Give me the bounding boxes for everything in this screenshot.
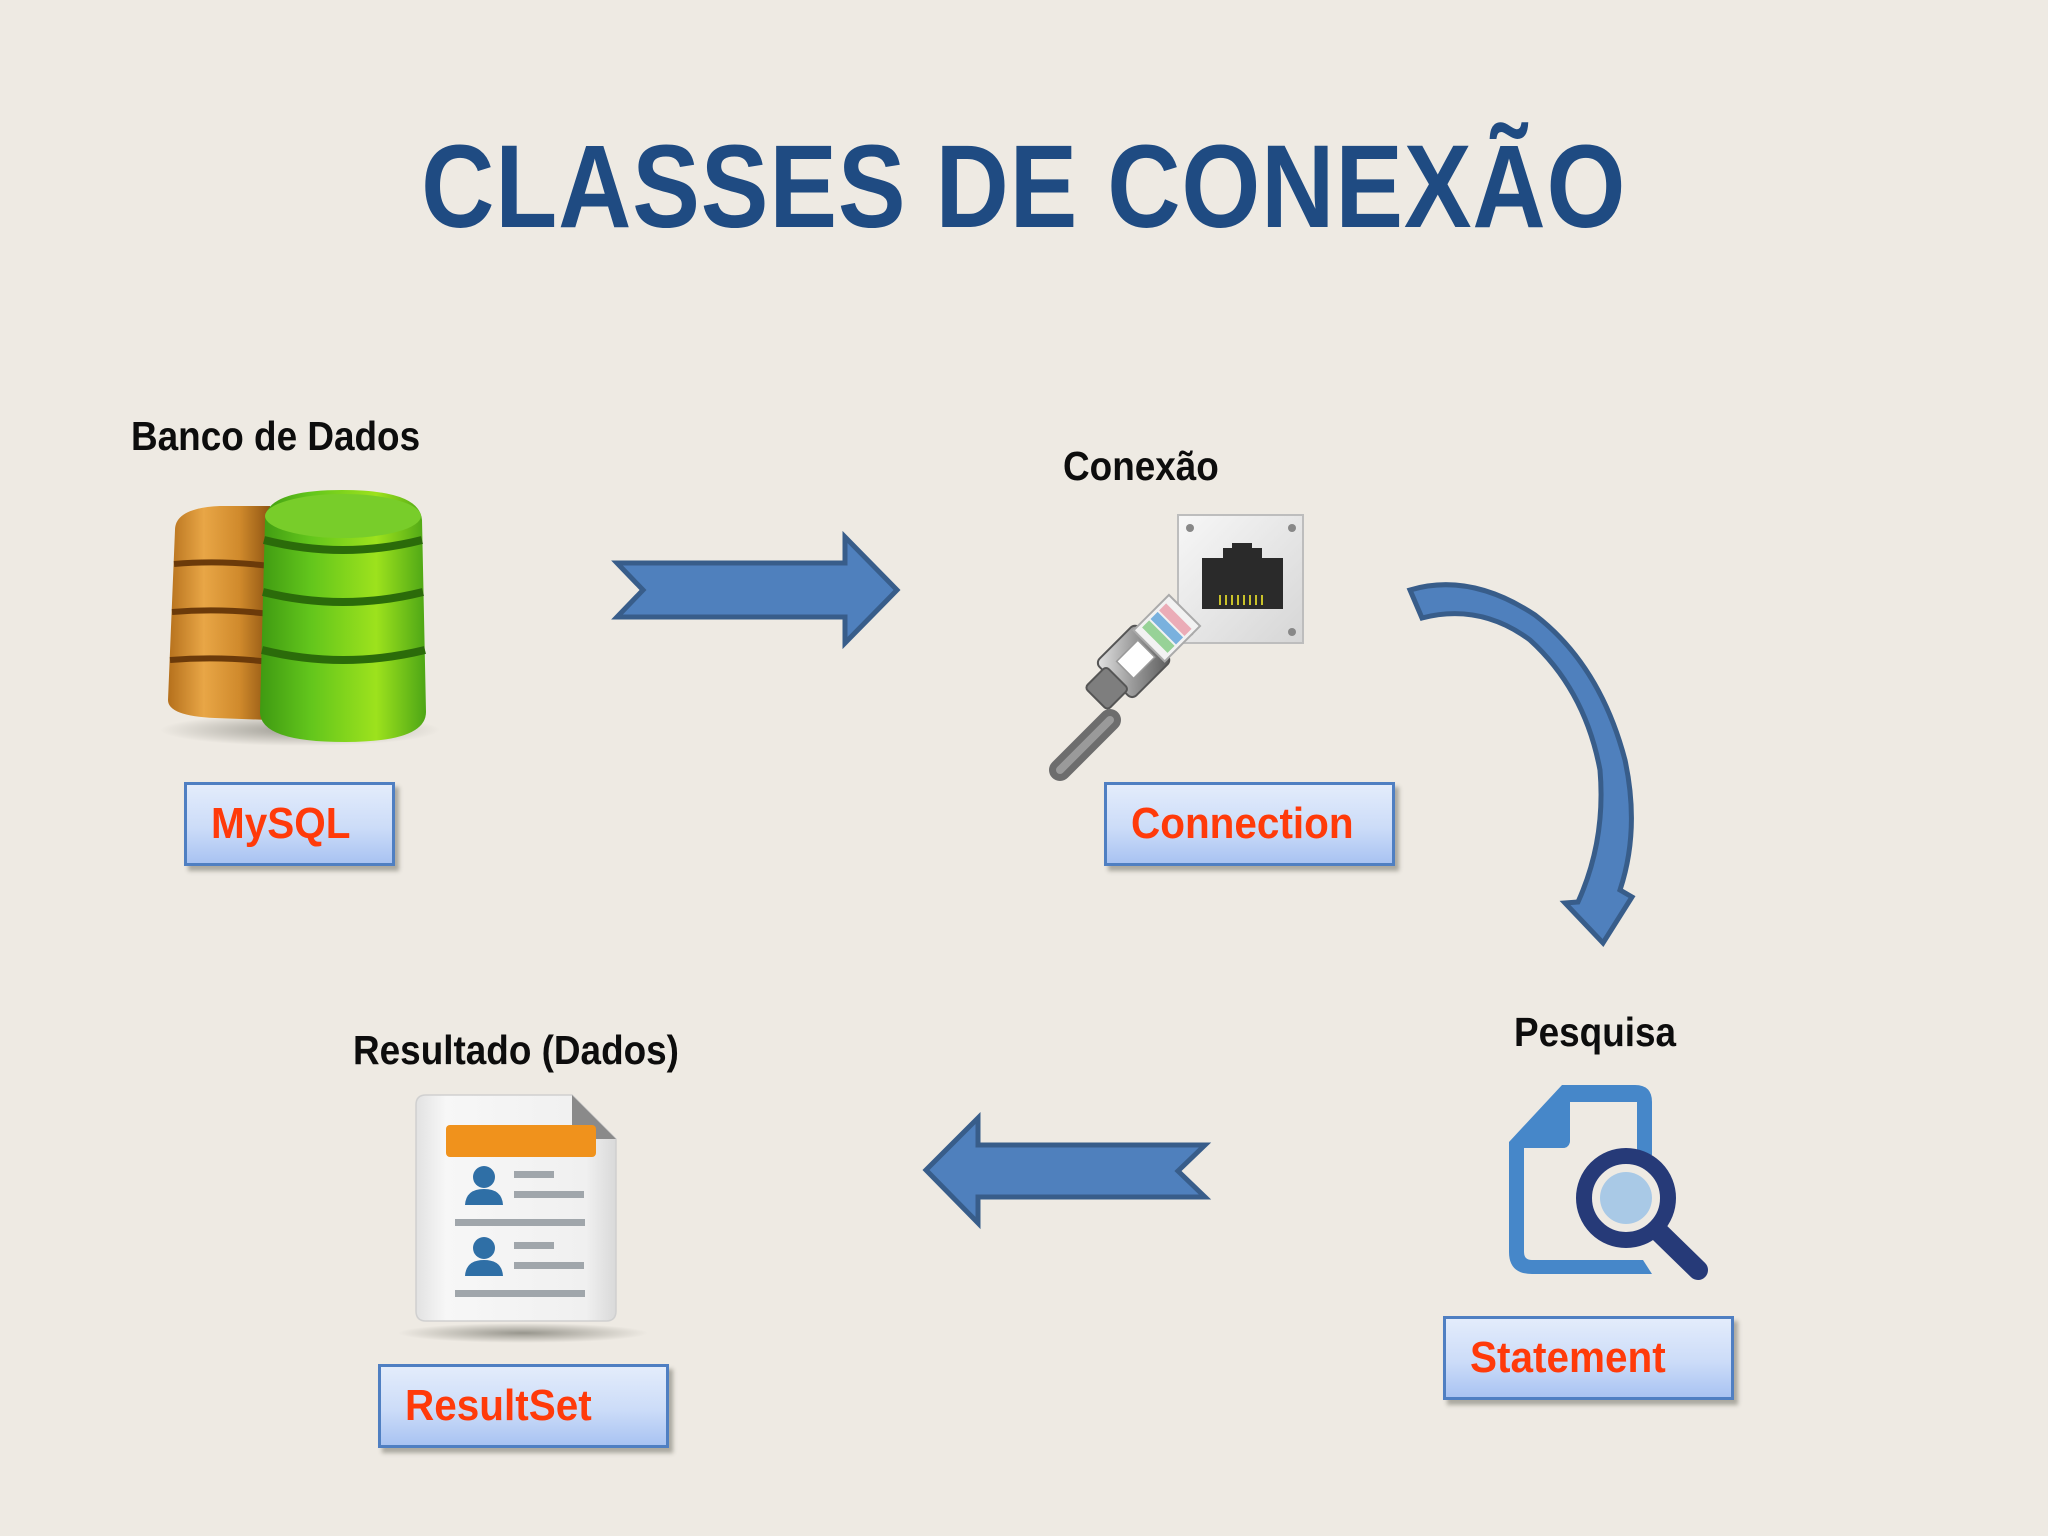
class-box-connection: Connection [1104, 782, 1395, 866]
label-pesquisa: Pesquisa [1514, 1009, 1677, 1055]
class-box-mysql: MySQL [184, 782, 395, 866]
database-icon [160, 490, 440, 746]
label-conexao: Conexão [1063, 443, 1219, 489]
document-search-icon [1509, 1085, 1708, 1280]
label-banco-de-dados: Banco de Dados [131, 413, 421, 459]
class-box-resultset: ResultSet [378, 1364, 669, 1448]
class-box-statement: Statement [1443, 1316, 1734, 1400]
label-resultado: Resultado (Dados) [353, 1027, 679, 1073]
document-records-icon [398, 1094, 648, 1343]
network-plug-icon [1049, 514, 1304, 781]
slide-title: CLASSES DE CONEXÃO [421, 121, 1627, 253]
